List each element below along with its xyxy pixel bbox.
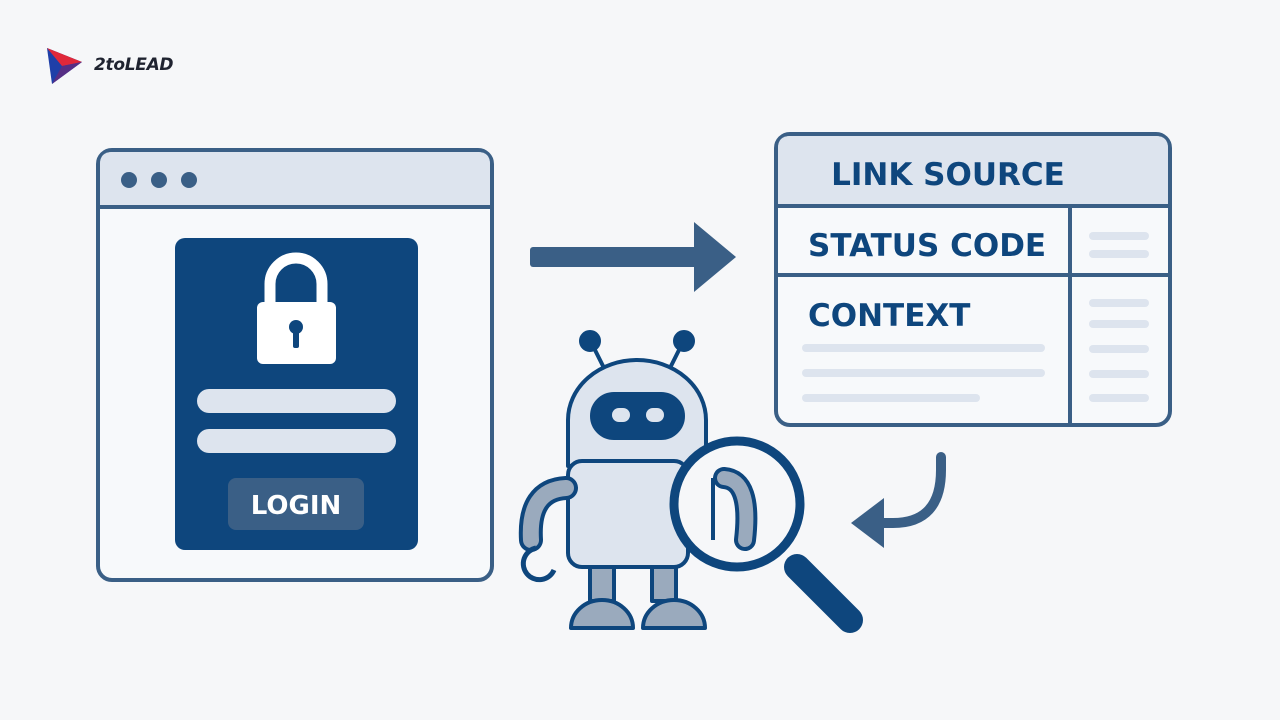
robot-icon <box>518 330 708 630</box>
lock-icon <box>257 252 336 364</box>
context-text-lines <box>802 344 1045 402</box>
password-field[interactable] <box>197 429 396 453</box>
context-value-lines <box>1089 299 1149 402</box>
context-label: CONTEXT <box>808 298 970 334</box>
magnifier-icon <box>669 436 863 633</box>
window-dot-1 <box>121 172 137 188</box>
brand-name: 2toLEAD <box>94 55 174 75</box>
login-button-label: LOGIN <box>251 491 342 521</box>
status-value-lines <box>1089 232 1149 258</box>
report-table: LINK SOURCE STATUS CODE CONTEXT <box>774 132 1172 427</box>
arrow-right-icon <box>530 222 736 292</box>
login-button[interactable]: LOGIN <box>228 478 364 530</box>
status-code-label: STATUS CODE <box>808 228 1046 264</box>
brand-logo: 2toLEAD <box>44 44 174 86</box>
username-field[interactable] <box>197 389 396 413</box>
window-dot-3 <box>181 172 197 188</box>
login-panel: LOGIN <box>175 238 418 550</box>
brand-logo-icon <box>47 48 82 84</box>
window-dot-2 <box>151 172 167 188</box>
table-header: LINK SOURCE <box>831 157 1065 193</box>
curved-arrow-left-icon <box>851 452 946 548</box>
